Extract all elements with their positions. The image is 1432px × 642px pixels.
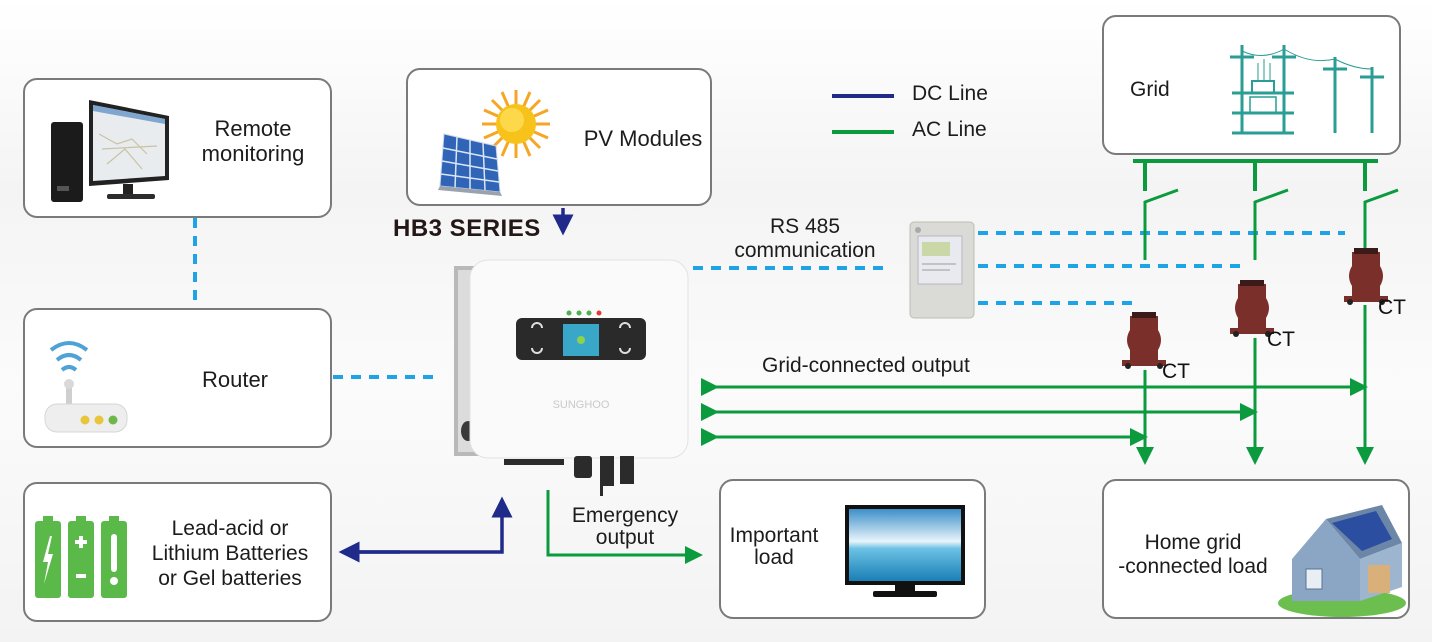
current-transformer-icon-2 <box>1230 280 1274 337</box>
router-label: Router <box>201 367 269 392</box>
pv-modules-label: PV Modules <box>583 126 703 151</box>
current-transformer-icon-1 <box>1122 312 1166 369</box>
solar-panel-sun-icon <box>438 90 550 196</box>
battery-box: Lead-acid or Lithium Batteries or Gel ba… <box>23 482 332 622</box>
emergency-output-label: Emergency output <box>560 505 690 549</box>
legend-ac-swatch <box>832 130 894 134</box>
battery-label-line2: Lithium Batteries <box>151 542 309 565</box>
emergency-label-line2: output <box>595 526 655 549</box>
remote-monitoring-label-line2: monitoring <box>201 141 305 166</box>
desktop-computer-icon <box>51 100 169 202</box>
emergency-label-line1: Emergency <box>571 504 679 527</box>
ac-emergency-line <box>546 490 703 564</box>
remote-monitoring-label-line1: Remote <box>214 116 292 141</box>
rs485-label-line1: RS 485 <box>769 215 841 238</box>
legend-ac-label: AC Line <box>912 118 987 141</box>
current-transformer-icon-3 <box>1344 248 1388 305</box>
important-load-label: Important load <box>729 525 819 569</box>
house-icon <box>1278 505 1406 617</box>
grid-box: Grid <box>1102 15 1401 155</box>
battery-label-line3: or Gel batteries <box>158 567 302 590</box>
important-load-label-line2: load <box>754 546 794 569</box>
home-load-label-line2: -connected load <box>1118 555 1268 578</box>
ct-label-2: CT <box>1267 328 1295 351</box>
rs485-label: RS 485 communication <box>715 215 895 263</box>
breaker-switch-2 <box>1253 188 1289 260</box>
pv-modules-box: PV Modules <box>406 68 712 206</box>
rs485-label-line2: communication <box>734 239 876 262</box>
breaker-switch-1 <box>1143 188 1179 260</box>
hybrid-inverter-icon: SUNGHOO <box>454 259 689 496</box>
breaker-switch-3 <box>1363 188 1399 260</box>
ct-label-1: CT <box>1162 360 1190 383</box>
home-load-label-line1: Home grid <box>1144 531 1242 554</box>
dc-line-battery-inverter <box>345 496 513 554</box>
legend-dc-label: DC Line <box>912 82 988 105</box>
remote-monitoring-box: Remote monitoring <box>23 78 332 218</box>
wifi-router-icon <box>44 341 128 433</box>
product-series-title: HB3 SERIES <box>393 215 541 242</box>
remote-monitoring-label: Remote monitoring <box>193 116 313 166</box>
home-load-label: Home grid -connected load <box>1118 531 1268 579</box>
energy-meter-icon <box>909 221 975 319</box>
inverter-brand-text: SUNGHOO <box>553 399 610 411</box>
grid-label: Grid <box>1130 78 1170 101</box>
home-load-box: Home grid -connected load <box>1102 479 1410 619</box>
legend-dc-swatch <box>832 94 894 98</box>
router-box: Router <box>23 308 332 448</box>
grid-output-label: Grid-connected output <box>762 354 970 377</box>
power-pole-icon <box>1230 45 1384 135</box>
important-load-box: Important load <box>719 479 986 619</box>
ct-label-3: CT <box>1378 296 1406 319</box>
important-load-label-line1: Important <box>729 524 819 547</box>
television-icon <box>845 505 965 597</box>
battery-label-line1: Lead-acid or <box>171 517 289 540</box>
battery-icon <box>35 516 127 598</box>
battery-label: Lead-acid or Lithium Batteries or Gel ba… <box>125 516 335 591</box>
